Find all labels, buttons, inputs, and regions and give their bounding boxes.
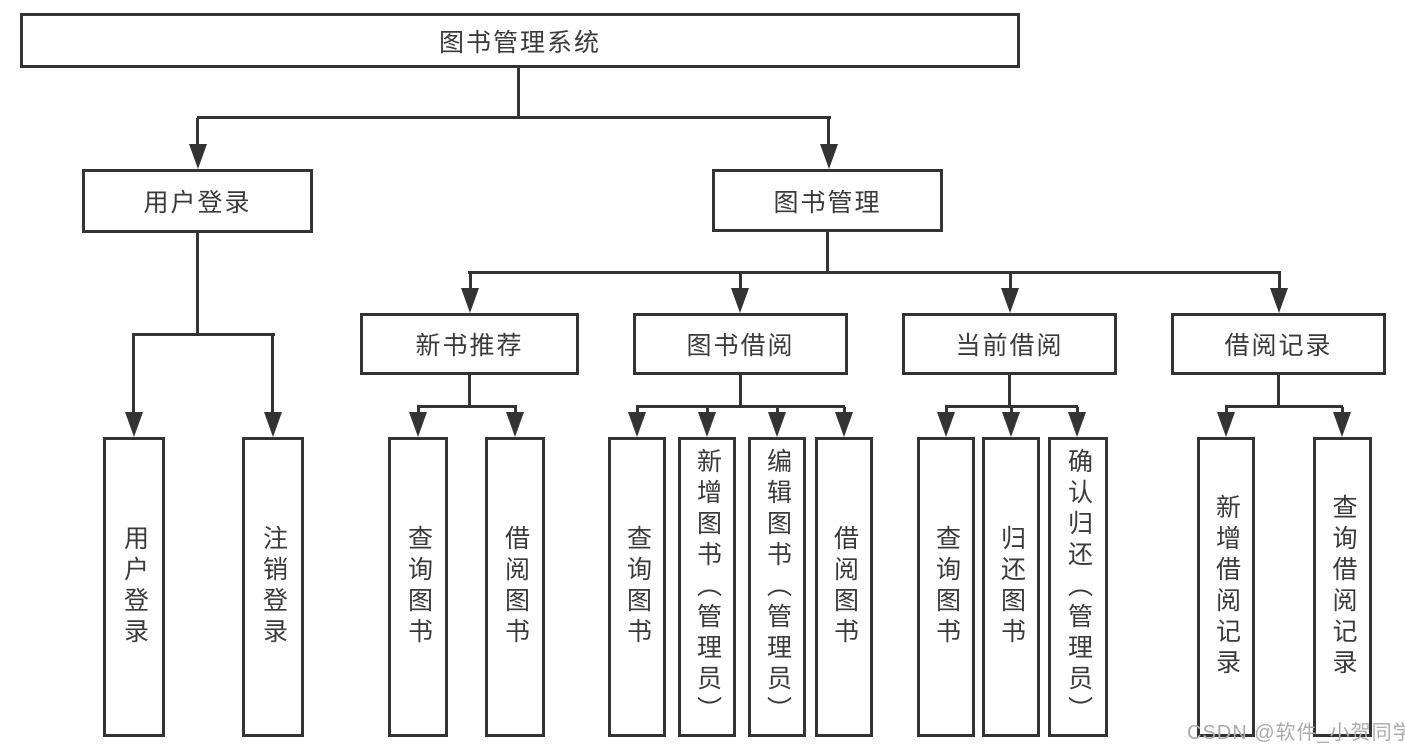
connector-to-borrowing-records: [1278, 274, 1281, 291]
connector-borrowing-records-rail: [1225, 405, 1343, 408]
connector-user-login-trunk: [196, 233, 199, 335]
leaf-label: 用户登录: [120, 525, 149, 649]
leaf-query-books-recommend: 查询图书: [388, 437, 448, 737]
leaf-label: 注销登录: [259, 525, 288, 649]
connector-to-leaf: [417, 407, 420, 414]
connector-root-trunk: [517, 68, 520, 118]
leaf-label: 查询借阅记录: [1329, 494, 1357, 680]
node-new-book-recommend: 新书推荐: [360, 313, 579, 375]
arrowhead-leaf: [506, 412, 524, 437]
leaf-label: 查询图书: [623, 525, 652, 649]
connector-to-leaf: [1225, 407, 1228, 414]
connector-root-to-user-login: [196, 118, 199, 148]
leaf-return-books: 归还图书: [982, 437, 1040, 737]
leaf-add-borrow-record: 新增借阅记录: [1197, 437, 1255, 737]
connector-current-borrowing-rail: [945, 405, 1078, 408]
connector-root-rail: [197, 116, 831, 119]
connector-book-management-rail: [468, 271, 1281, 274]
node-label: 当前借阅: [955, 332, 1064, 360]
connector-book-borrowing-rail: [636, 405, 845, 408]
arrowhead-current-borrowing: [1001, 288, 1019, 313]
leaf-confirm-return-admin: 确认归还（管理员）: [1048, 437, 1108, 737]
arrowhead-leaf: [1333, 412, 1351, 437]
node-label: 用户登录: [143, 189, 252, 217]
leaf-user-login: 用户登录: [103, 437, 165, 737]
leaf-query-books-current: 查询图书: [917, 437, 975, 737]
connector-to-leaf: [776, 407, 779, 414]
leaf-logout: 注销登录: [242, 437, 304, 737]
arrowhead-leaf: [1217, 412, 1235, 437]
node-library-management-system: 图书管理系统: [20, 13, 1020, 68]
node-book-borrowing: 图书借阅: [633, 313, 848, 375]
node-book-management: 图书管理: [712, 169, 943, 232]
arrowhead-new-book-recommend: [461, 288, 479, 313]
csdn-watermark: CSDN @软件_小贺同学: [1187, 722, 1405, 744]
arrowhead-leaf: [1068, 412, 1086, 437]
arrowhead-user-login: [189, 144, 207, 169]
arrowhead-leaf: [835, 412, 853, 437]
leaf-label: 查询图书: [404, 525, 433, 649]
connector-new-book-recommend-trunk: [468, 375, 471, 407]
connector-user-login-rail: [132, 333, 275, 336]
connector-to-current-borrowing: [1009, 274, 1012, 291]
connector-current-borrowing-trunk: [1008, 375, 1011, 407]
connector-to-new-book-recommend: [469, 274, 472, 291]
leaf-label: 归还图书: [997, 525, 1026, 649]
leaf-label: 新增图书（管理员）: [693, 447, 722, 727]
leaf-borrow-books-recommend: 借阅图书: [485, 437, 545, 737]
leaf-query-borrow-record: 查询借阅记录: [1313, 437, 1372, 737]
node-label: 图书管理系统: [438, 28, 601, 57]
arrowhead-book-borrowing: [731, 288, 749, 313]
arrowhead-leaf: [628, 412, 646, 437]
connector-to-leaf: [1076, 407, 1079, 414]
arrowhead-leaf: [1002, 412, 1020, 437]
connector-to-leaf: [843, 407, 846, 414]
connector-to-leaf-logout: [271, 335, 274, 415]
leaf-label: 借阅图书: [501, 525, 530, 649]
arrowhead-leaf-logout: [264, 412, 282, 437]
arrowhead-leaf: [937, 412, 955, 437]
connector-to-leaf: [945, 407, 948, 414]
node-label: 图书借阅: [686, 332, 795, 360]
arrowhead-book-management: [820, 144, 838, 169]
leaf-add-book-admin: 新增图书（管理员）: [678, 437, 736, 737]
connector-to-leaf: [706, 407, 709, 414]
node-borrowing-records: 借阅记录: [1171, 313, 1386, 375]
connector-root-to-book-management: [827, 118, 830, 148]
node-label: 借阅记录: [1224, 332, 1333, 360]
connector-book-management-trunk: [826, 232, 829, 274]
leaf-label: 新增借阅记录: [1212, 494, 1241, 680]
connector-to-leaf: [1010, 407, 1013, 414]
connector-to-leaf: [514, 407, 517, 414]
arrowhead-borrowing-records: [1270, 288, 1288, 313]
node-label: 新书推荐: [415, 332, 524, 360]
node-current-borrowing: 当前借阅: [902, 313, 1117, 375]
leaf-borrow-books-borrowing: 借阅图书: [815, 437, 873, 737]
arrowhead-leaf-user-login: [125, 412, 143, 437]
connector-borrowing-records-trunk: [1277, 375, 1280, 407]
connector-book-borrowing-trunk: [739, 375, 742, 407]
leaf-label: 查询图书: [932, 525, 961, 649]
arrowhead-leaf: [698, 412, 716, 437]
connector-to-leaf: [636, 407, 639, 414]
leaf-query-books-borrowing: 查询图书: [608, 437, 666, 737]
arrowhead-leaf: [409, 412, 427, 437]
connector-to-book-borrowing: [739, 274, 742, 291]
node-label: 图书管理: [773, 188, 882, 217]
leaf-label: 确认归还（管理员）: [1064, 447, 1093, 727]
node-user-login: 用户登录: [82, 169, 313, 233]
arrowhead-leaf: [768, 412, 786, 437]
leaf-label: 编辑图书（管理员）: [763, 447, 792, 727]
leaf-edit-book-admin: 编辑图书（管理员）: [748, 437, 806, 737]
connector-to-leaf: [1341, 407, 1344, 414]
connector-new-book-recommend-rail: [417, 405, 517, 408]
connector-to-leaf-user-login: [132, 335, 135, 415]
leaf-label: 借阅图书: [830, 525, 859, 649]
